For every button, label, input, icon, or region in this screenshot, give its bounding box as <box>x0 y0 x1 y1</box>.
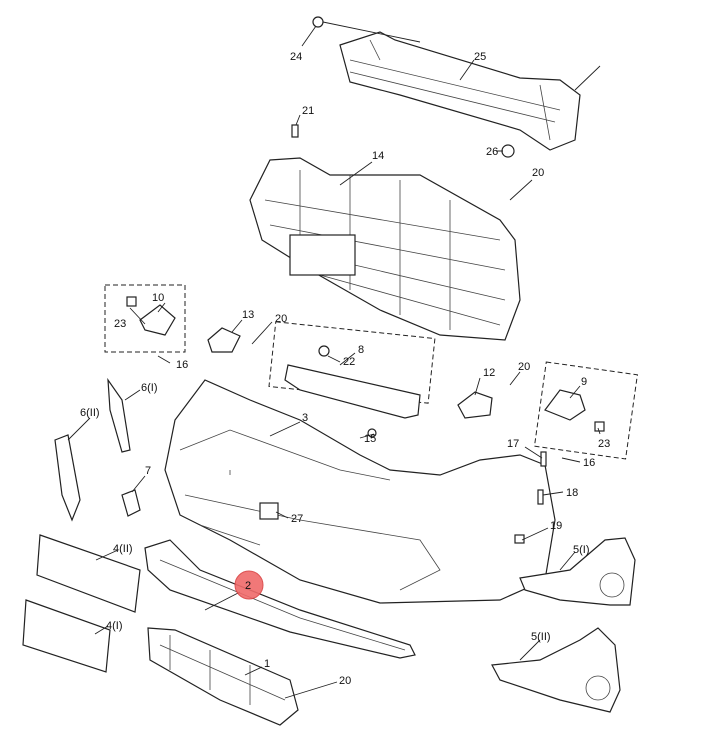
part-sensor-12[interactable] <box>457 391 493 419</box>
part-plate-4-II[interactable] <box>36 534 141 613</box>
callout-24[interactable]: 24 <box>290 51 302 63</box>
callout-27[interactable]: 27 <box>291 513 303 525</box>
callout-5-I[interactable]: 5(I) <box>573 544 590 556</box>
part-bumper-beam[interactable] <box>339 31 581 151</box>
callout-4-II[interactable]: 4(II) <box>113 543 133 555</box>
part-bracket-9[interactable] <box>544 389 586 421</box>
part-nut-26[interactable] <box>501 144 515 158</box>
part-clip-23-right[interactable] <box>594 421 605 432</box>
leader-lines <box>67 21 601 699</box>
callout-20-bottom[interactable]: 20 <box>339 675 351 687</box>
part-plate-4-I[interactable] <box>22 599 111 673</box>
callout-25[interactable]: 25 <box>474 51 486 63</box>
callout-3[interactable]: 3 <box>302 412 308 424</box>
callout-6-I[interactable]: 6(I) <box>141 382 158 394</box>
part-screw-17[interactable] <box>540 451 547 467</box>
callout-16-left[interactable]: 16 <box>176 359 188 371</box>
part-bezel-5-I[interactable] <box>519 537 636 606</box>
callout-1[interactable]: 1 <box>264 658 270 670</box>
part-lower-spoiler[interactable] <box>144 539 416 659</box>
callout-18[interactable]: 18 <box>566 487 578 499</box>
callout-8[interactable]: 8 <box>358 344 364 356</box>
callout-10[interactable]: 10 <box>152 292 164 304</box>
part-lower-grille[interactable] <box>147 627 299 726</box>
callout-9[interactable]: 9 <box>581 376 587 388</box>
callout-labels: 24 25 21 14 26 20 10 23 16 13 20 8 22 20… <box>80 51 610 687</box>
callout-15[interactable]: 15 <box>364 433 376 445</box>
part-bracket-6-II[interactable] <box>54 434 81 522</box>
part-bracket-8[interactable] <box>284 364 421 419</box>
callout-21[interactable]: 21 <box>302 105 314 117</box>
group-box-10 <box>104 284 186 353</box>
callout-20-top[interactable]: 20 <box>532 167 544 179</box>
callout-14[interactable]: 14 <box>372 150 384 162</box>
callout-2[interactable]: 2 <box>245 580 251 592</box>
callout-4-I[interactable]: 4(I) <box>106 620 123 632</box>
part-bracket-6-I[interactable] <box>107 377 131 453</box>
callout-12[interactable]: 12 <box>483 367 495 379</box>
callout-23-right[interactable]: 23 <box>598 438 610 450</box>
part-clip-22[interactable] <box>318 345 330 357</box>
callout-13[interactable]: 13 <box>242 309 254 321</box>
callout-5-II[interactable]: 5(II) <box>531 631 551 643</box>
part-bracket-7[interactable] <box>121 489 141 517</box>
part-clip-24[interactable] <box>312 16 324 28</box>
callout-17[interactable]: 17 <box>507 438 519 450</box>
part-clip-23-left[interactable] <box>126 296 137 307</box>
part-bolt-21[interactable] <box>291 124 299 138</box>
part-bracket-10[interactable] <box>139 304 176 336</box>
part-clip-19[interactable] <box>514 534 525 544</box>
callout-16-right[interactable]: 16 <box>583 457 595 469</box>
part-bracket-13[interactable] <box>207 327 241 353</box>
callout-7[interactable]: 7 <box>145 465 151 477</box>
highlight-marker[interactable] <box>234 570 264 600</box>
part-screw-18[interactable] <box>537 489 544 505</box>
callout-19[interactable]: 19 <box>550 520 562 532</box>
part-bumper-cover[interactable] <box>164 379 556 604</box>
callout-23-left[interactable]: 23 <box>114 318 126 330</box>
part-grille[interactable] <box>249 157 521 341</box>
callout-20-mid-left[interactable]: 20 <box>275 313 287 325</box>
callout-22[interactable]: 22 <box>343 356 355 368</box>
callout-6-II[interactable]: 6(II) <box>80 407 100 419</box>
callout-26[interactable]: 26 <box>486 146 498 158</box>
callout-20-mid-right[interactable]: 20 <box>518 361 530 373</box>
part-bezel-5-II[interactable] <box>491 627 621 713</box>
